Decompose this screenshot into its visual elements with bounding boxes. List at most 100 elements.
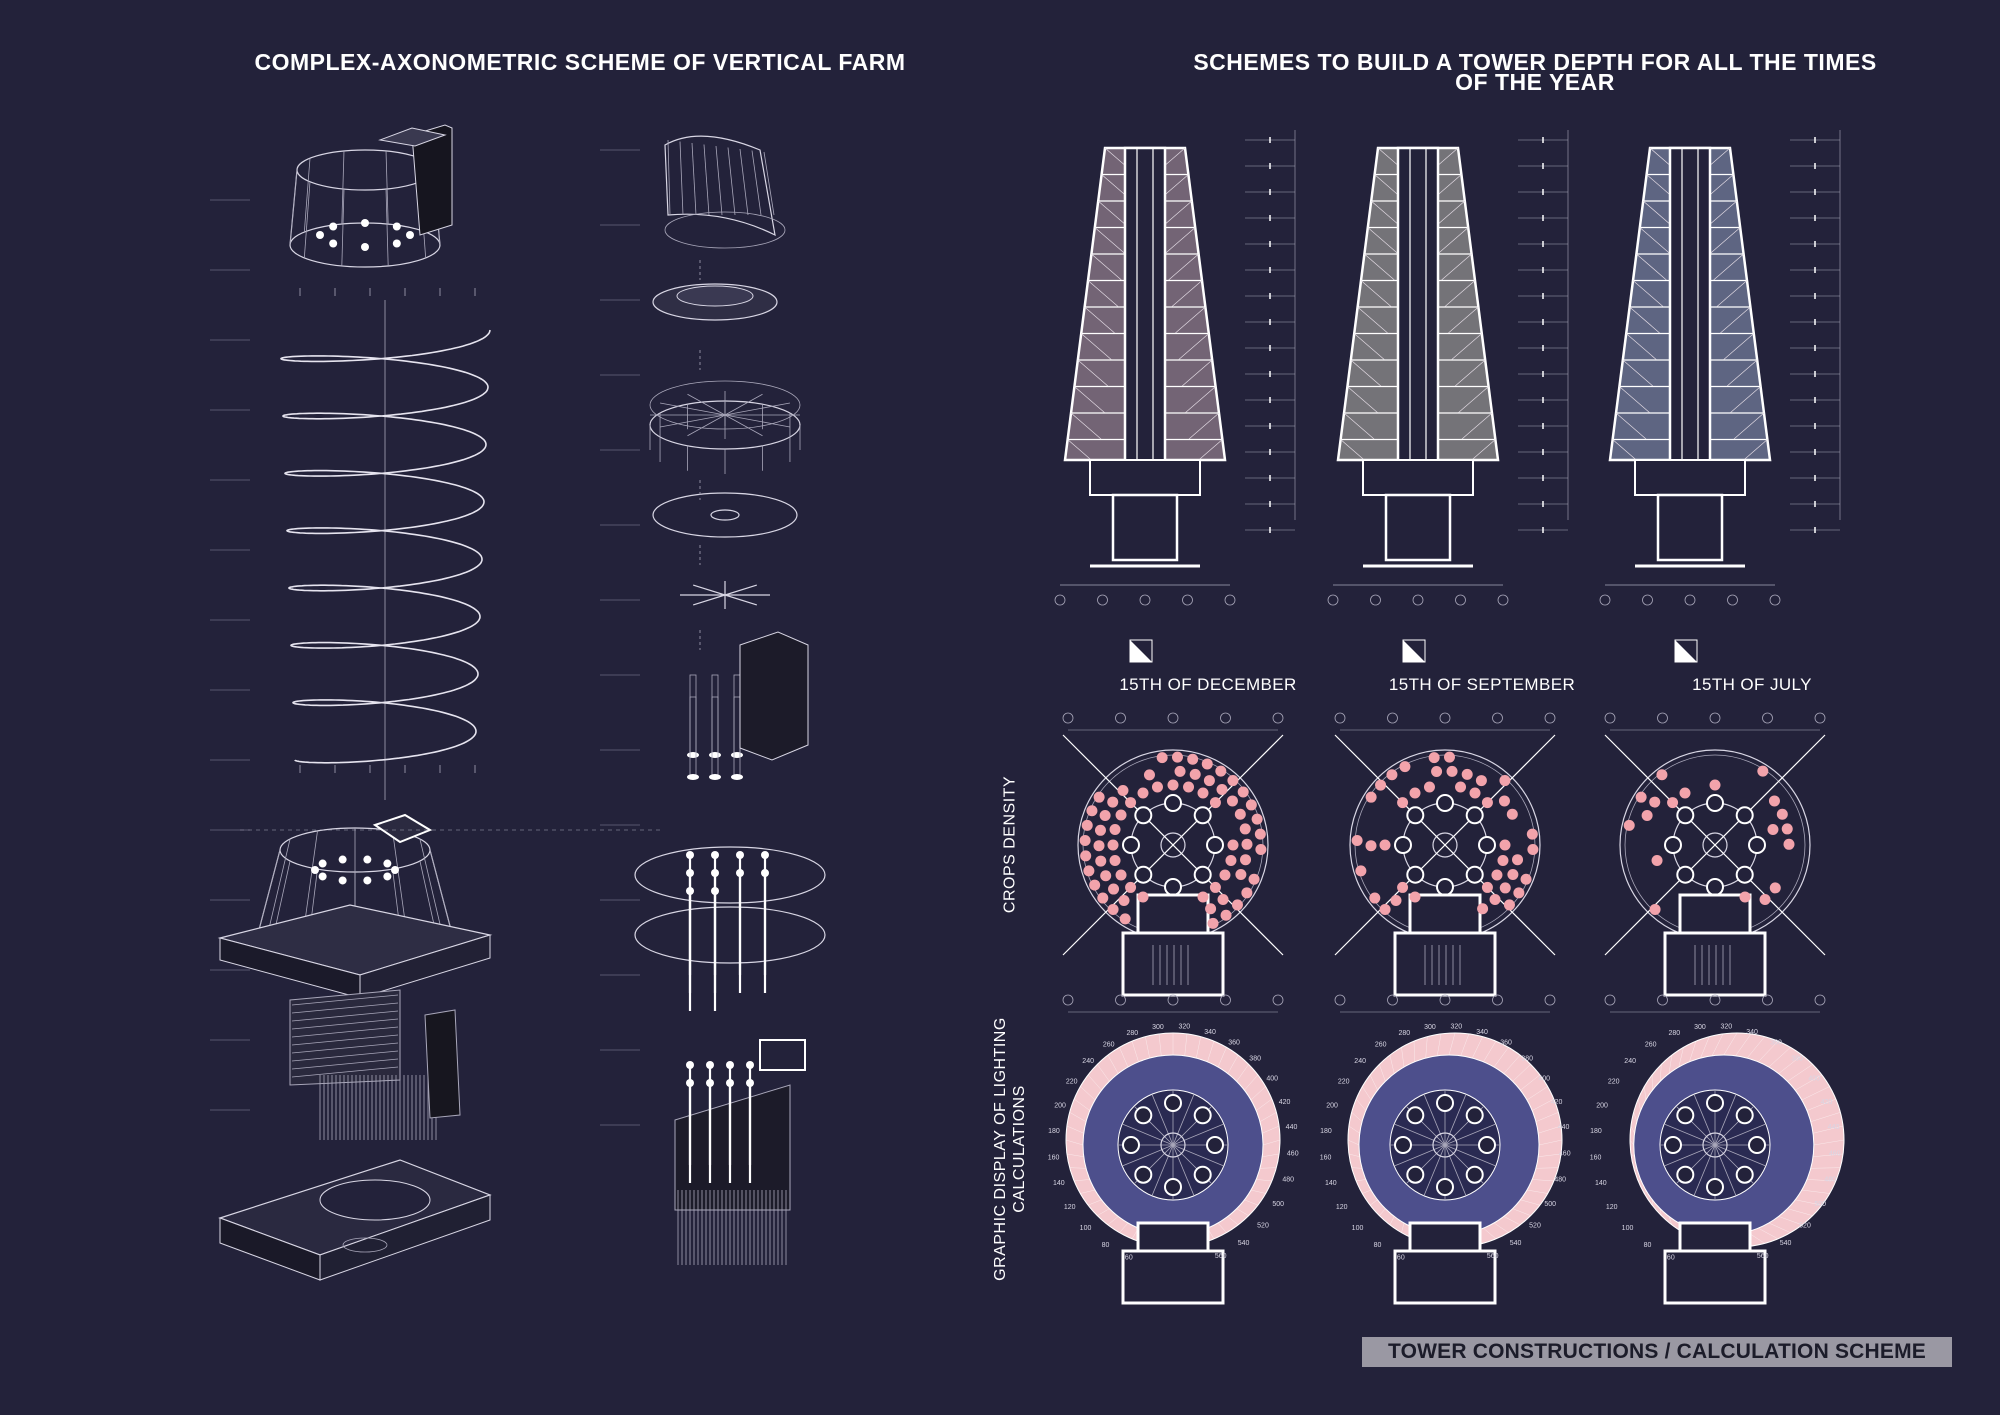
lighting-scale-label: 300 xyxy=(1424,1024,1436,1031)
lighting-scale-label: 400 xyxy=(1538,1076,1550,1083)
lighting-scale-label: 220 xyxy=(1066,1079,1078,1086)
tower-elevation-1 xyxy=(1054,130,1296,663)
lighting-scale-label: 360 xyxy=(1770,1040,1782,1047)
lighting-scale-label: 180 xyxy=(1048,1128,1060,1135)
lighting-scale-label: 500 xyxy=(1544,1201,1556,1208)
lighting-scale-label: 140 xyxy=(1595,1180,1607,1187)
lighting-scale-label: 240 xyxy=(1082,1058,1094,1065)
lighting-scale-label: 180 xyxy=(1320,1128,1332,1135)
lighting-scale-label: 360 xyxy=(1500,1040,1512,1047)
lighting-scale-label: 140 xyxy=(1053,1180,1065,1187)
lighting-scale-label: 340 xyxy=(1476,1029,1488,1036)
lighting-scale-label: 520 xyxy=(1257,1222,1269,1229)
lighting-scale-label: 100 xyxy=(1080,1225,1092,1232)
lighting-scale-label: 400 xyxy=(1266,1076,1278,1083)
exploded-components xyxy=(210,135,826,1265)
lighting-scale-label: 180 xyxy=(1590,1128,1602,1135)
lighting-scale-label: 80 xyxy=(1644,1242,1652,1249)
lighting-scale-label: 260 xyxy=(1103,1042,1115,1049)
lighting-scale-label: 280 xyxy=(1127,1030,1139,1037)
lighting-scale-label: 380 xyxy=(1249,1056,1261,1063)
lighting-scale-label: 60 xyxy=(1125,1255,1133,1262)
lighting-scale-label: 440 xyxy=(1558,1124,1570,1131)
lighting-plan-2: 60 80 100 120 140 160 180 200 220 240 260 280 300 320… xyxy=(1320,994,1571,1305)
lighting-scale-label: 300 xyxy=(1694,1024,1706,1031)
lighting-scale-label: 420 xyxy=(1821,1099,1833,1106)
tower-elevation-2 xyxy=(1327,130,1569,663)
crops-density-label: CROPS DENSITY xyxy=(1001,775,1019,914)
lighting-scale-label: 140 xyxy=(1325,1180,1337,1187)
lighting-label-line1: GRAPHIC DISPLAY OF LIGHTING xyxy=(992,1017,1009,1281)
top-module xyxy=(289,124,453,268)
lighting-scale-label: 400 xyxy=(1808,1076,1820,1083)
lighting-scale-label: 100 xyxy=(1352,1225,1364,1232)
lighting-scale-label: 300 xyxy=(1152,1024,1164,1031)
lighting-scale-label: 240 xyxy=(1354,1058,1366,1065)
lighting-scale-label: 540 xyxy=(1238,1240,1250,1247)
lighting-scale-label: 380 xyxy=(1521,1056,1533,1063)
lighting-scale-label: 460 xyxy=(1559,1151,1571,1158)
tower-schemes-title-line1: SCHEMES TO BUILD A TOWER DEPTH FOR ALL T… xyxy=(1193,49,1877,75)
lighting-scale-label: 200 xyxy=(1596,1102,1608,1109)
lighting-scale-label: 420 xyxy=(1551,1099,1563,1106)
lighting-label-line2: CALCULATIONS xyxy=(1011,1085,1028,1213)
season-label-july: 15TH OF JULY xyxy=(1692,675,1812,694)
lighting-scale-label: 260 xyxy=(1375,1042,1387,1049)
lighting-scale-label: 500 xyxy=(1814,1201,1826,1208)
lighting-scale-label: 380 xyxy=(1791,1056,1803,1063)
lighting-scale-label: 100 xyxy=(1622,1225,1634,1232)
lighting-scale-label: 320 xyxy=(1450,1024,1462,1031)
lighting-scale-label: 540 xyxy=(1780,1240,1792,1247)
lighting-scale-label: 420 xyxy=(1279,1099,1291,1106)
lighting-scale-label: 120 xyxy=(1336,1204,1348,1211)
lighting-scale-label: 320 xyxy=(1178,1024,1190,1031)
lighting-scale-label: 340 xyxy=(1746,1029,1758,1036)
season-label-september: 15TH OF SEPTEMBER xyxy=(1388,675,1576,694)
lighting-scale-label: 280 xyxy=(1399,1030,1411,1037)
crops-density-plan-3 xyxy=(1604,712,1826,997)
tower-schemes-title-line2: OF THE YEAR xyxy=(1455,69,1615,95)
lighting-scale-label: 60 xyxy=(1397,1255,1405,1262)
lighting-scale-label: 80 xyxy=(1374,1242,1382,1249)
lighting-scale-label: 120 xyxy=(1606,1204,1618,1211)
lighting-scale-label: 80 xyxy=(1102,1242,1110,1249)
main-building-module xyxy=(217,813,493,1140)
tower-elevation-3 xyxy=(1599,130,1841,663)
lighting-scale-label: 200 xyxy=(1054,1102,1066,1109)
axonometric-scheme xyxy=(210,124,826,1281)
axonometric-title: COMPLEX-AXONOMETRIC SCHEME OF VERTICAL F… xyxy=(254,49,906,75)
lighting-scale-label: 560 xyxy=(1757,1253,1769,1260)
lighting-scale-label: 440 xyxy=(1828,1124,1840,1131)
lighting-scale-label: 220 xyxy=(1608,1079,1620,1086)
lighting-scale-label: 480 xyxy=(1554,1176,1566,1183)
season-label-december: 15TH OF DECEMBER xyxy=(1119,675,1297,694)
lighting-scale-label: 460 xyxy=(1287,1151,1299,1158)
lighting-scale-label: 560 xyxy=(1487,1253,1499,1260)
lighting-scale-label: 320 xyxy=(1720,1024,1732,1031)
lighting-scale-label: 200 xyxy=(1326,1102,1338,1109)
lighting-scale-label: 520 xyxy=(1529,1222,1541,1229)
lighting-calculations-label: GRAPHIC DISPLAY OF LIGHTING CALCULATIONS xyxy=(991,1009,1029,1289)
lighting-scale-label: 340 xyxy=(1204,1029,1216,1036)
footer-caption: TOWER CONSTRUCTIONS / CALCULATION SCHEME xyxy=(1362,1337,1952,1367)
lighting-scale-label: 540 xyxy=(1510,1240,1522,1247)
lighting-scale-label: 160 xyxy=(1590,1154,1602,1161)
lighting-scale-label: 280 xyxy=(1669,1030,1681,1037)
lighting-scale-label: 240 xyxy=(1624,1058,1636,1065)
lighting-scale-label: 480 xyxy=(1824,1176,1836,1183)
spiral-ramp xyxy=(280,288,491,800)
lighting-scale-label: 520 xyxy=(1799,1222,1811,1229)
lighting-scale-label: 480 xyxy=(1282,1176,1294,1183)
lighting-scale-label: 500 xyxy=(1272,1201,1284,1208)
lighting-scale-label: 220 xyxy=(1338,1079,1350,1086)
lighting-scale-label: 360 xyxy=(1228,1040,1240,1047)
lighting-scale-label: 560 xyxy=(1215,1253,1227,1260)
crops-density-plan-1 xyxy=(1062,712,1284,997)
lighting-scale-label: 460 xyxy=(1829,1151,1841,1158)
crops-density-plan-2 xyxy=(1334,712,1556,997)
lighting-scale-label: 160 xyxy=(1048,1154,1060,1161)
lighting-scale-label: 160 xyxy=(1320,1154,1332,1161)
